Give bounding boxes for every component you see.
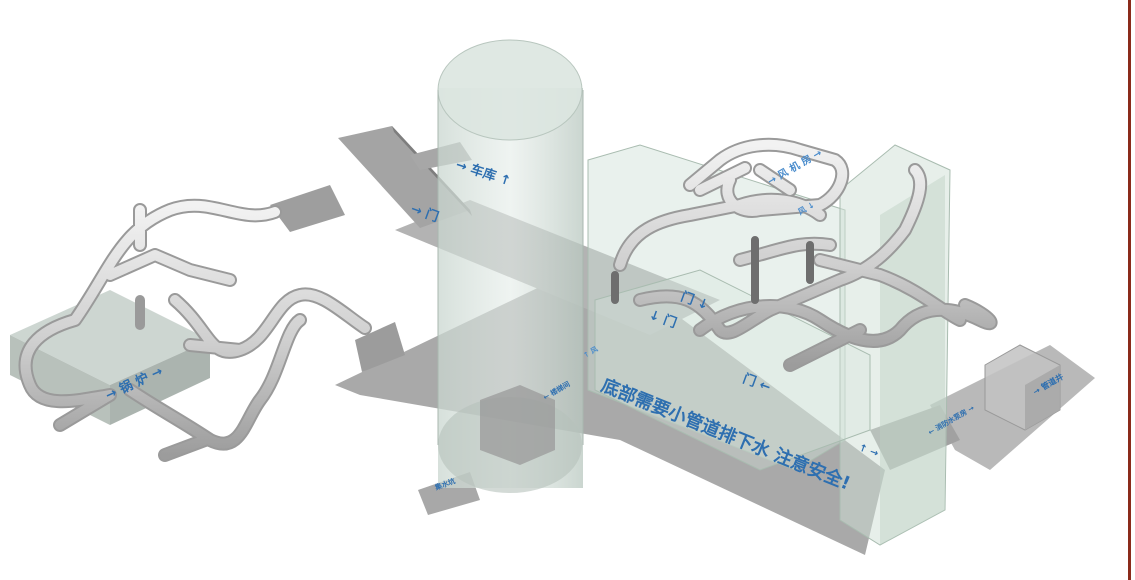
glass-block-right: [839, 144, 951, 546]
small-slab-upper: [270, 185, 345, 232]
cylinder-top: [437, 39, 583, 141]
cylinder-inner-box: [480, 385, 555, 465]
left-box-top: [10, 290, 210, 385]
window-edge: [1128, 0, 1131, 580]
pipes: [18, 137, 998, 462]
glass-block-right-face: [880, 175, 945, 545]
cylinder-tank: [437, 39, 584, 493]
glass-block-front: [594, 269, 871, 471]
left-box-side: [110, 340, 210, 425]
ramp-slab: [338, 126, 470, 228]
machine-room-side: [1025, 365, 1060, 430]
